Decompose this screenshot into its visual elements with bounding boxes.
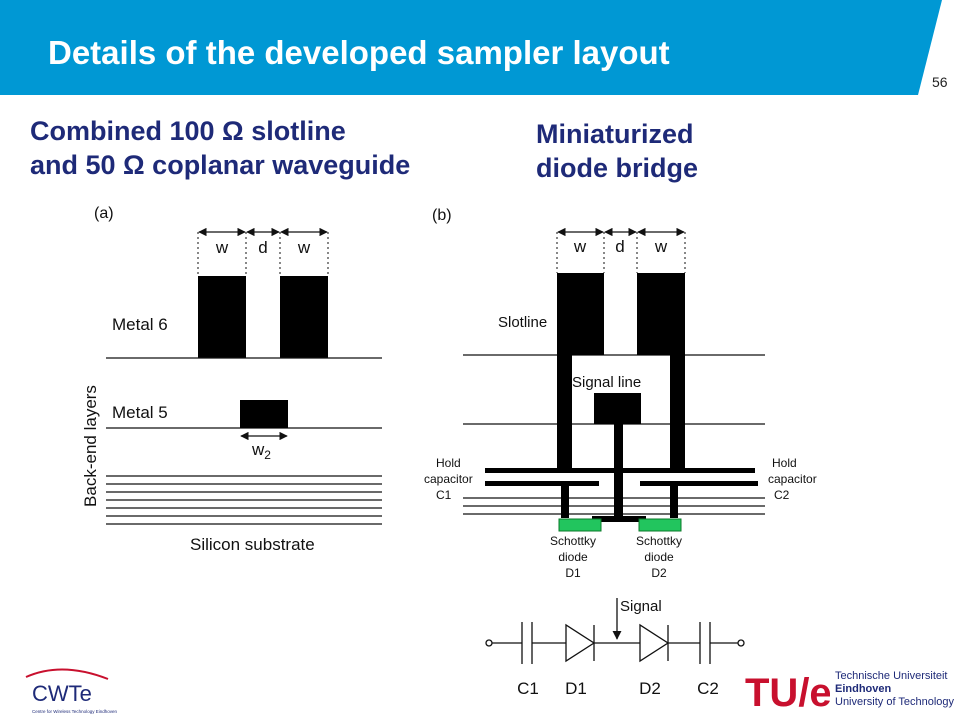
hold-capacitor-c2-plate bbox=[640, 481, 758, 486]
dim-w-left-a: w bbox=[215, 238, 229, 257]
back-end-layers-label: Back-end layers bbox=[81, 385, 100, 507]
diode-left-line-2: diode bbox=[558, 550, 588, 564]
subtitle-left: Combined 100 Ω slotline and 50 Ω coplana… bbox=[30, 114, 410, 182]
subtitle-right: Miniaturized diode bridge bbox=[536, 117, 698, 185]
schematic-label-c2: C2 bbox=[697, 679, 719, 698]
hold-right-line-1: Hold bbox=[772, 456, 797, 470]
w2-label: w2 bbox=[251, 440, 271, 462]
slotline-conductor-left bbox=[557, 273, 604, 355]
terminal-left bbox=[485, 639, 493, 647]
dim-d-a: d bbox=[258, 238, 267, 257]
schematic-label-d1: D1 bbox=[565, 679, 587, 698]
page-number: 56 bbox=[932, 74, 948, 90]
subtitle-left-line-1: Combined 100 Ω slotline bbox=[30, 116, 346, 146]
subtitle-right-line-2: diode bridge bbox=[536, 153, 698, 183]
dim-w-left-b: w bbox=[573, 237, 587, 256]
subtitle-left-line-2: and 50 Ω coplanar waveguide bbox=[30, 150, 411, 180]
diode-d2-symbol bbox=[639, 623, 670, 663]
tue-line-1: Technische Universiteit bbox=[835, 670, 948, 682]
hold-right-line-3: C2 bbox=[774, 488, 790, 502]
diode-right-line-3: D2 bbox=[651, 566, 667, 580]
tue-line-3: University of Technology bbox=[835, 696, 955, 708]
banner-shape bbox=[0, 0, 942, 95]
diode-right-line-1: Schottky bbox=[636, 534, 682, 548]
panel-label-a: (a) bbox=[94, 205, 114, 222]
tue-logo-text: Technische Universiteit Eindhoven Univer… bbox=[835, 670, 954, 709]
via-left bbox=[557, 355, 572, 473]
signal-line-pad bbox=[594, 393, 641, 424]
cwte-logo-swoosh bbox=[25, 668, 109, 680]
cwte-logo-caption: Centre for Wireless Technology Eindhoven bbox=[32, 709, 117, 714]
hold-right-line-2: capacitor bbox=[768, 472, 817, 486]
circuit-schematic bbox=[485, 598, 745, 664]
schottky-diode-d1 bbox=[558, 518, 602, 532]
signal-bottom-bar bbox=[592, 516, 646, 522]
dimension-guides-b bbox=[556, 232, 686, 273]
terminal-right bbox=[737, 639, 745, 647]
hold-left-line-3: C1 bbox=[436, 488, 452, 502]
schottky-diode-d2 bbox=[638, 518, 682, 532]
dim-d-b: d bbox=[615, 237, 624, 256]
via-right bbox=[670, 355, 685, 473]
schematic-label-c1: C1 bbox=[517, 679, 539, 698]
diode-d2-lead bbox=[670, 481, 678, 518]
subtitle-right-line-1: Miniaturized bbox=[536, 119, 694, 149]
diode-d1-symbol bbox=[565, 623, 596, 663]
schematic-label-d2: D2 bbox=[639, 679, 661, 698]
diode-right-line-2: diode bbox=[644, 550, 674, 564]
slotline-label: Slotline bbox=[498, 314, 547, 331]
cwte-logo-text: CWTe bbox=[32, 681, 92, 706]
metal6-label: Metal 6 bbox=[112, 315, 168, 334]
schematic-signal-label: Signal bbox=[620, 598, 662, 615]
metal6-conductor-right bbox=[280, 276, 328, 358]
hold-left-line-1: Hold bbox=[436, 456, 461, 470]
diagram-b: (b) w d w Slotline Sig bbox=[424, 207, 817, 580]
diode-d1-lead bbox=[561, 481, 569, 518]
diode-left-line-1: Schottky bbox=[550, 534, 596, 548]
diode-left-line-3: D1 bbox=[565, 566, 581, 580]
layer-lines-a bbox=[106, 357, 382, 525]
metal6-conductor-left bbox=[198, 276, 246, 358]
dim-w-right-b: w bbox=[654, 237, 668, 256]
slide-title: Details of the developed sampler layout bbox=[48, 34, 670, 71]
slotline-conductor-right bbox=[637, 273, 685, 355]
metal5-signal-strip bbox=[240, 400, 288, 428]
tue-logo-mark: TU/e bbox=[745, 671, 830, 714]
title-banner bbox=[0, 0, 942, 95]
panel-label-b: (b) bbox=[432, 207, 452, 224]
hold-capacitor-top-plate bbox=[485, 468, 755, 473]
tue-line-2: Eindhoven bbox=[835, 683, 892, 695]
hold-left-line-2: capacitor bbox=[424, 472, 473, 486]
signal-line-label: Signal line bbox=[572, 374, 641, 391]
silicon-substrate-label: Silicon substrate bbox=[190, 535, 315, 554]
dim-w-right-a: w bbox=[297, 238, 311, 257]
dimension-guides-a bbox=[197, 232, 329, 276]
cwte-logo: CWTe Centre for Wireless Technology Eind… bbox=[25, 668, 117, 714]
tue-logo-letters: TU/e bbox=[745, 671, 830, 714]
metal5-label: Metal 5 bbox=[112, 403, 168, 422]
hold-capacitor-c1-plate bbox=[485, 481, 599, 486]
diagram-a: (a) w d w Metal 6 bbox=[81, 205, 382, 554]
